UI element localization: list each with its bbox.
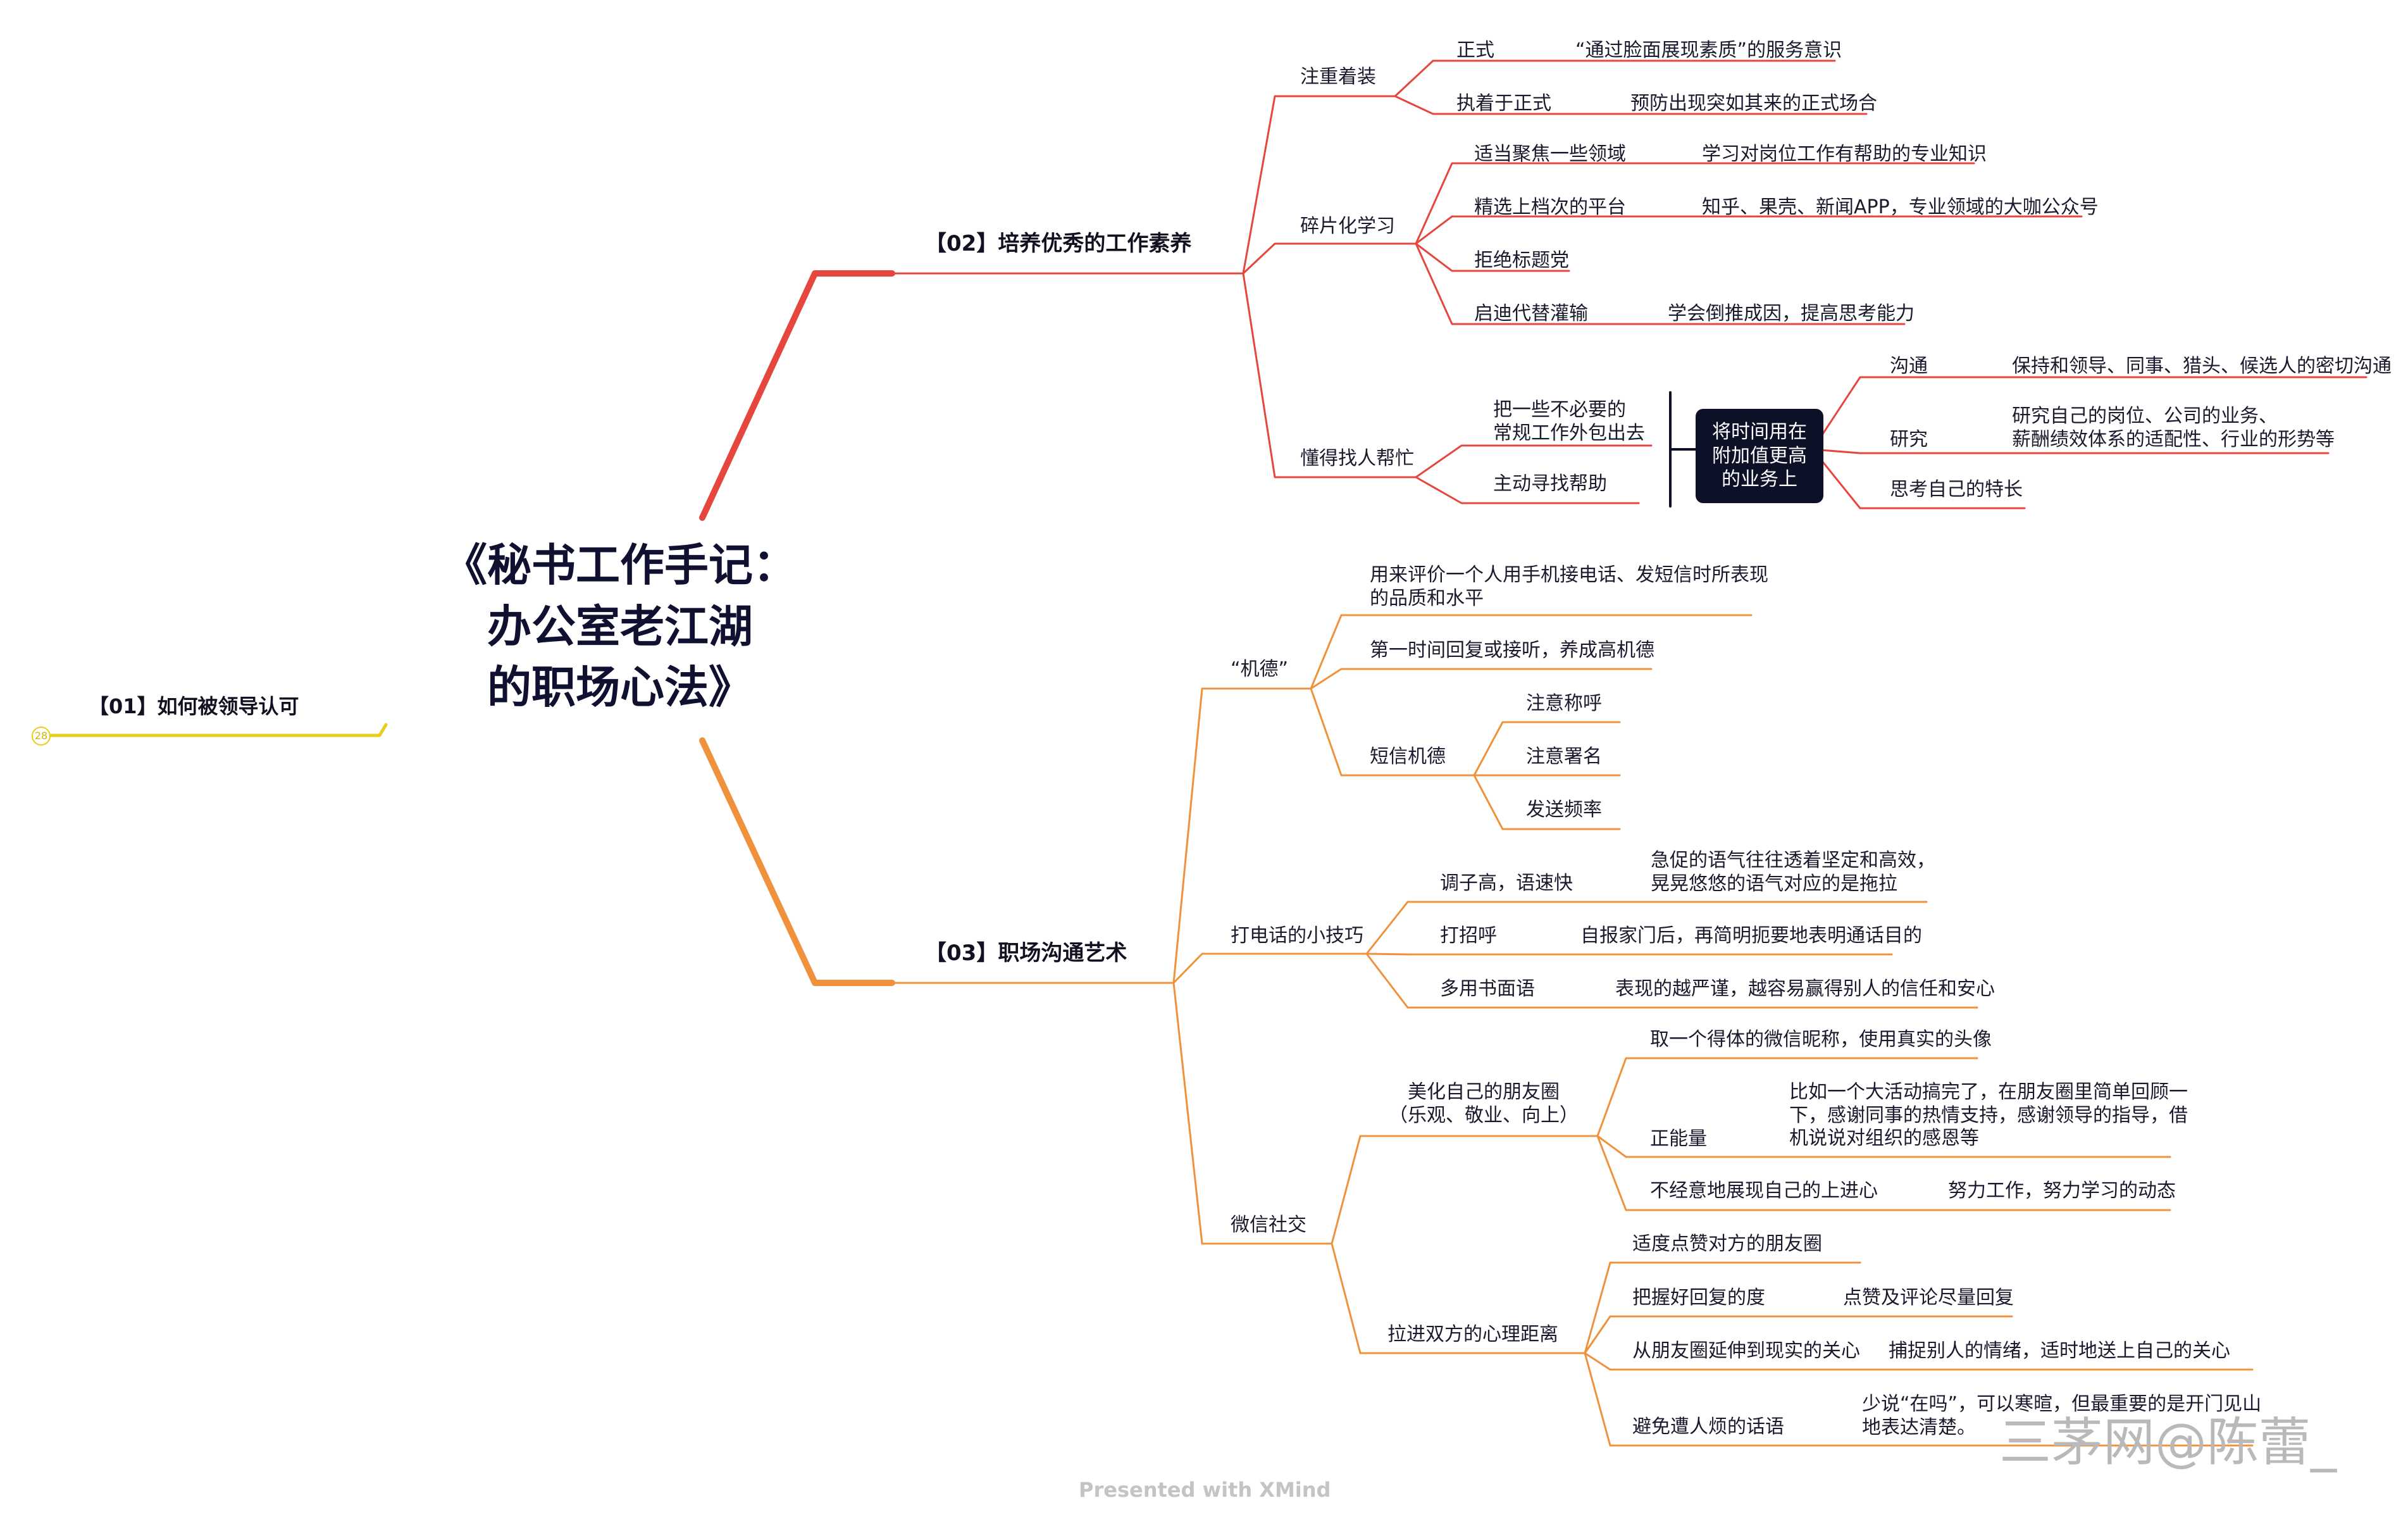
branch-connector bbox=[1365, 952, 1978, 1009]
node-dress[interactable]: 注重着装 bbox=[1300, 66, 1376, 88]
branch-connector bbox=[1242, 272, 1417, 478]
node-help-think[interactable]: 思考自己的特长 bbox=[1890, 478, 2023, 501]
node-phone-greet[interactable]: 打招呼 bbox=[1440, 925, 1497, 947]
node-distance-extend[interactable]: 从朋友圈延伸到现实的关心 bbox=[1632, 1340, 1860, 1362]
branch-connector bbox=[1415, 476, 1640, 504]
footer-credit: Presented with XMind bbox=[1079, 1478, 1331, 1502]
branch-connector bbox=[1473, 774, 1621, 830]
node-wechat-distance[interactable]: 拉进双方的心理距离 bbox=[1387, 1323, 1558, 1346]
root-title[interactable]: 《秘书工作手记： 办公室老江湖 的职场心法》 bbox=[443, 539, 797, 714]
note-distance-avoid: 少说“在吗”，可以寒暄，但最重要的是开门见山 地表达清楚。 bbox=[1862, 1393, 2262, 1439]
node-help-seek[interactable]: 主动寻找帮助 bbox=[1493, 473, 1607, 495]
node-fragment-platform[interactable]: 精选上档次的平台 bbox=[1474, 196, 1626, 218]
note-dress-formal: “通过脸面展现素质”的服务意识 bbox=[1575, 39, 1842, 61]
branch-connector bbox=[1596, 1135, 2171, 1211]
note-distance-reply: 点赞及评论尽量回复 bbox=[1843, 1287, 2014, 1309]
note-moments-positive: 比如一个大活动搞完了，在朋友圈里简单回顾一 下，感谢同事的热情支持，感谢领导的指… bbox=[1789, 1081, 2188, 1150]
node-fragment-refuse[interactable]: 拒绝标题党 bbox=[1474, 249, 1569, 272]
node-moments-nickname[interactable]: 取一个得体的微信昵称，使用真实的头像 bbox=[1650, 1028, 1992, 1051]
branch-03-label[interactable]: 【03】职场沟通艺术 bbox=[925, 940, 1127, 966]
branch-connector bbox=[1584, 1352, 2254, 1447]
branch-connector bbox=[1415, 242, 1570, 272]
note-fragment-inspire: 学会倒推成因，提高思考能力 bbox=[1668, 303, 1915, 325]
main-branch-03 bbox=[699, 737, 895, 986]
note-phone-tone: 急促的语气往往透着坚定和高效， 晃晃悠悠的语气对应的是拖拉 bbox=[1651, 849, 1935, 895]
branch-connector bbox=[1415, 444, 1653, 478]
node-phone-tone[interactable]: 调子高，语速快 bbox=[1440, 872, 1573, 894]
note-phone-greet: 自报家门后，再简明扼要地表明通话目的 bbox=[1580, 925, 1922, 947]
node-sms-item[interactable]: 注意称呼 bbox=[1526, 692, 1602, 715]
summary-box[interactable]: 将时间用在 附加值更高 的业务上 bbox=[1696, 409, 1823, 503]
branch-connector bbox=[1172, 687, 1312, 984]
branch-connector bbox=[1811, 376, 2368, 451]
node-distance-avoid[interactable]: 避免遭人烦的话语 bbox=[1632, 1416, 1784, 1438]
note-dress-stick: 预防出现突如其来的正式场合 bbox=[1630, 92, 1877, 115]
node-help-research[interactable]: 研究 bbox=[1890, 428, 1928, 451]
note-phone-formal: 表现的越严谨，越容易赢得别人的信任和安心 bbox=[1615, 978, 1995, 1000]
note-fragment-focus: 学习对岗位工作有帮助的专业知识 bbox=[1702, 143, 1987, 165]
branch-connector bbox=[1310, 668, 1653, 690]
node-wechat-moments[interactable]: 美化自己的朋友圈 （乐观、敬业、向上） bbox=[1389, 1081, 1579, 1127]
branch-connector bbox=[1811, 448, 2026, 509]
branch-connector bbox=[1584, 1352, 2254, 1371]
branch-connector bbox=[1596, 1057, 1978, 1137]
branch-connector bbox=[1584, 1261, 1861, 1354]
branch-connector bbox=[1473, 721, 1621, 777]
node-ethics-define[interactable]: 用来评价一个人用手机接电话、发短信时所表现 的品质和水平 bbox=[1370, 564, 1768, 609]
node-ethics-sms[interactable]: 短信机德 bbox=[1370, 746, 1446, 768]
node-dress-formal[interactable]: 正式 bbox=[1456, 39, 1494, 61]
branch-connector bbox=[1596, 1135, 2171, 1158]
node-wechat-social[interactable]: 微信社交 bbox=[1231, 1214, 1306, 1236]
branch-connector bbox=[1394, 95, 1868, 115]
branch-connector bbox=[1584, 1315, 2013, 1354]
branch-connector bbox=[1172, 952, 1368, 984]
node-distance-reply[interactable]: 把握好回复的度 bbox=[1632, 1287, 1765, 1309]
branch-connector bbox=[1310, 687, 1475, 777]
node-sms-item[interactable]: 发送频率 bbox=[1526, 799, 1602, 821]
branch-connector bbox=[1415, 242, 1906, 325]
branch-connector bbox=[1331, 1242, 1586, 1354]
node-dress-stick[interactable]: 执着于正式 bbox=[1456, 92, 1551, 115]
branch-connector bbox=[1242, 242, 1417, 275]
branch-01-line bbox=[49, 723, 388, 737]
branch-connector bbox=[1811, 448, 2330, 454]
branch-connector bbox=[1172, 982, 1333, 1245]
collapsed-count-badge[interactable]: 28 bbox=[32, 727, 51, 746]
node-moments-progress[interactable]: 不经意地展现自己的上进心 bbox=[1650, 1180, 1878, 1202]
branch-01-label[interactable]: 【01】如何被领导认可 bbox=[89, 694, 299, 718]
note-moments-progress: 努力工作，努力学习的动态 bbox=[1948, 1180, 2176, 1202]
branch-connector bbox=[1242, 95, 1396, 275]
branch-connector bbox=[1415, 215, 2083, 245]
node-phone-tips[interactable]: 打电话的小技巧 bbox=[1231, 925, 1363, 947]
node-ethics-first[interactable]: 第一时间回复或接听，养成高机德 bbox=[1370, 639, 1654, 661]
node-fragment-learning[interactable]: 碎片化学习 bbox=[1300, 215, 1395, 237]
node-phone-formal[interactable]: 多用书面语 bbox=[1440, 978, 1535, 1000]
note-help-research: 研究自己的岗位、公司的业务、 薪酬绩效体系的适配性、行业的形势等 bbox=[2012, 405, 2335, 451]
node-phone-ethics[interactable]: “机德” bbox=[1231, 658, 1289, 680]
note-distance-extend: 捕捉别人的情绪，适时地送上自己的关心 bbox=[1889, 1340, 2230, 1362]
node-moments-positive[interactable]: 正能量 bbox=[1650, 1128, 1707, 1150]
watermark: 三茅网@陈蕾_ bbox=[1999, 1413, 2337, 1473]
note-help-comm: 保持和领导、同事、猎头、候选人的密切沟通 bbox=[2012, 355, 2392, 377]
node-sms-item[interactable]: 注意署名 bbox=[1526, 746, 1602, 768]
node-help-comm[interactable]: 沟通 bbox=[1890, 355, 1928, 377]
branch-02-label[interactable]: 【02】培养优秀的工作素养 bbox=[925, 231, 1192, 256]
branch-connector bbox=[1310, 614, 1753, 690]
node-fragment-focus[interactable]: 适当聚焦一些领域 bbox=[1474, 143, 1626, 165]
branch-connector bbox=[1365, 901, 1928, 955]
note-fragment-platform: 知乎、果壳、新闻APP，专业领域的大咖公众号 bbox=[1702, 196, 2099, 218]
branch-connector bbox=[1331, 1135, 1599, 1245]
node-fragment-inspire[interactable]: 启迪代替灌输 bbox=[1474, 303, 1588, 325]
node-help-outsource[interactable]: 把一些不必要的 常规工作外包出去 bbox=[1493, 399, 1645, 444]
node-distance-like[interactable]: 适度点赞对方的朋友圈 bbox=[1632, 1233, 1822, 1255]
main-branch-02 bbox=[699, 270, 895, 521]
node-seek-help[interactable]: 懂得找人帮忙 bbox=[1300, 447, 1414, 470]
branch-connector bbox=[1415, 162, 1975, 245]
branch-connector bbox=[1394, 59, 1836, 97]
